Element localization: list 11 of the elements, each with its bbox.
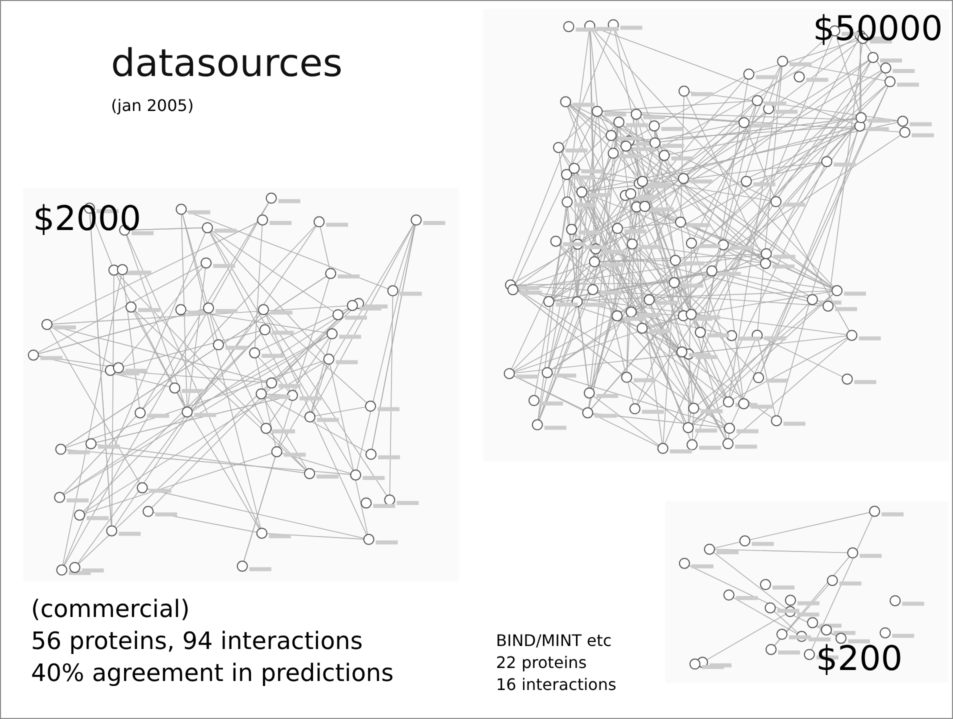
slide-text: $50000	[813, 9, 943, 50]
slide-text: 40% agreement in predictions	[31, 659, 394, 688]
slide-text: 56 proteins, 94 interactions	[31, 627, 363, 656]
slide-text: $2000	[33, 199, 142, 240]
slide-text: 16 interactions	[496, 675, 616, 694]
slide-text: (jan 2005)	[111, 96, 194, 116]
slide-text: 22 proteins	[496, 653, 587, 672]
slide-text: BIND/MINT etc	[496, 631, 612, 650]
slide-title: datasources	[111, 41, 343, 85]
slide-text: $200	[816, 639, 903, 680]
slide-text: (commercial)	[31, 595, 190, 624]
